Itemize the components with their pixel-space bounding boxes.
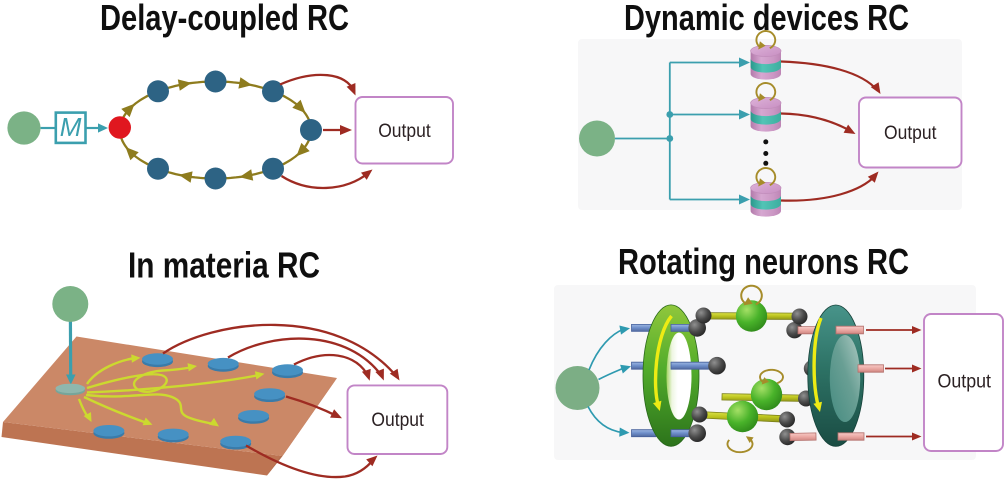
svg-text:Output: Output <box>884 122 937 144</box>
svg-text:In materia RC: In materia RC <box>128 245 320 286</box>
svg-text:Dynamic devices RC: Dynamic devices RC <box>624 0 909 38</box>
svg-text:Output: Output <box>938 371 992 393</box>
svg-text:Output: Output <box>371 409 424 431</box>
svg-text:Output: Output <box>378 120 431 142</box>
svg-text:Rotating neurons RC: Rotating neurons RC <box>618 241 909 282</box>
svg-text:M: M <box>60 112 82 142</box>
svg-text:Delay-coupled RC: Delay-coupled RC <box>100 0 349 38</box>
